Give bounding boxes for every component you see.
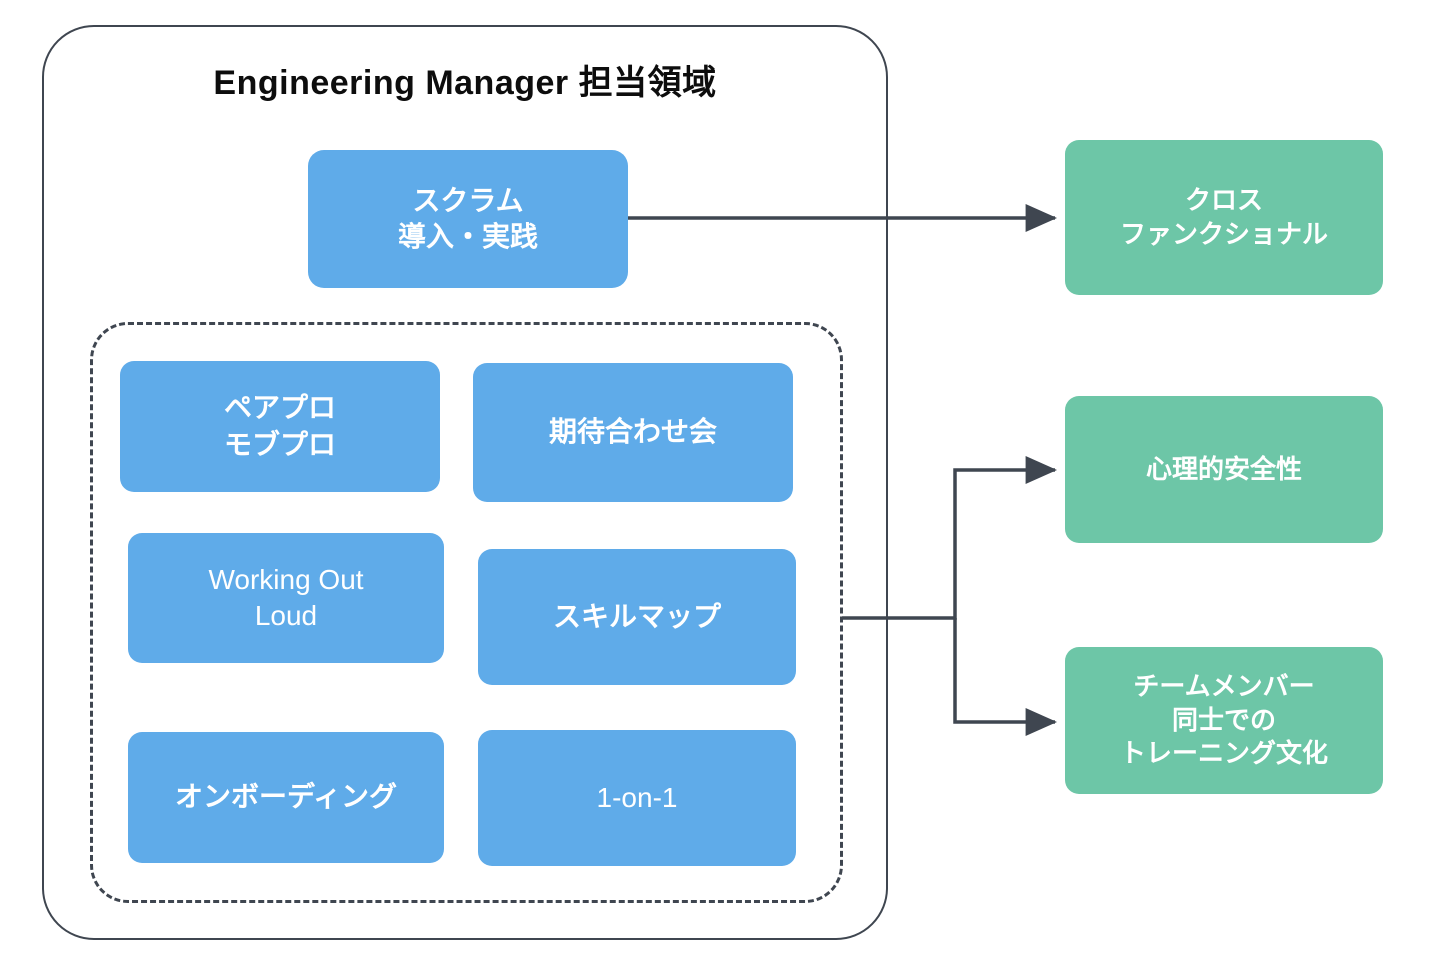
- edge-group-to-training-culture: [953, 618, 1058, 736]
- node-one-on-one[interactable]: 1-on-1: [478, 730, 796, 866]
- node-training-culture[interactable]: チームメンバー 同士での トレーニング文化: [1065, 647, 1383, 794]
- node-cross-functional[interactable]: クロス ファンクショナル: [1065, 140, 1383, 295]
- node-psychological-safety[interactable]: 心理的安全性: [1065, 396, 1383, 543]
- node-skill-map[interactable]: スキルマップ: [478, 549, 796, 685]
- node-expectation-alignment-meeting[interactable]: 期待合わせ会: [473, 363, 793, 502]
- team-practices-dashed-group: [90, 322, 843, 903]
- node-working-out-loud[interactable]: Working Out Loud: [128, 533, 444, 663]
- node-onboarding[interactable]: オンボーディング: [128, 732, 444, 863]
- page-title: Engineering Manager 担当領域: [213, 64, 717, 102]
- node-scrum[interactable]: スクラム 導入・実践: [308, 150, 628, 288]
- node-pair-mob-programming[interactable]: ペアプロ モブプロ: [120, 361, 440, 492]
